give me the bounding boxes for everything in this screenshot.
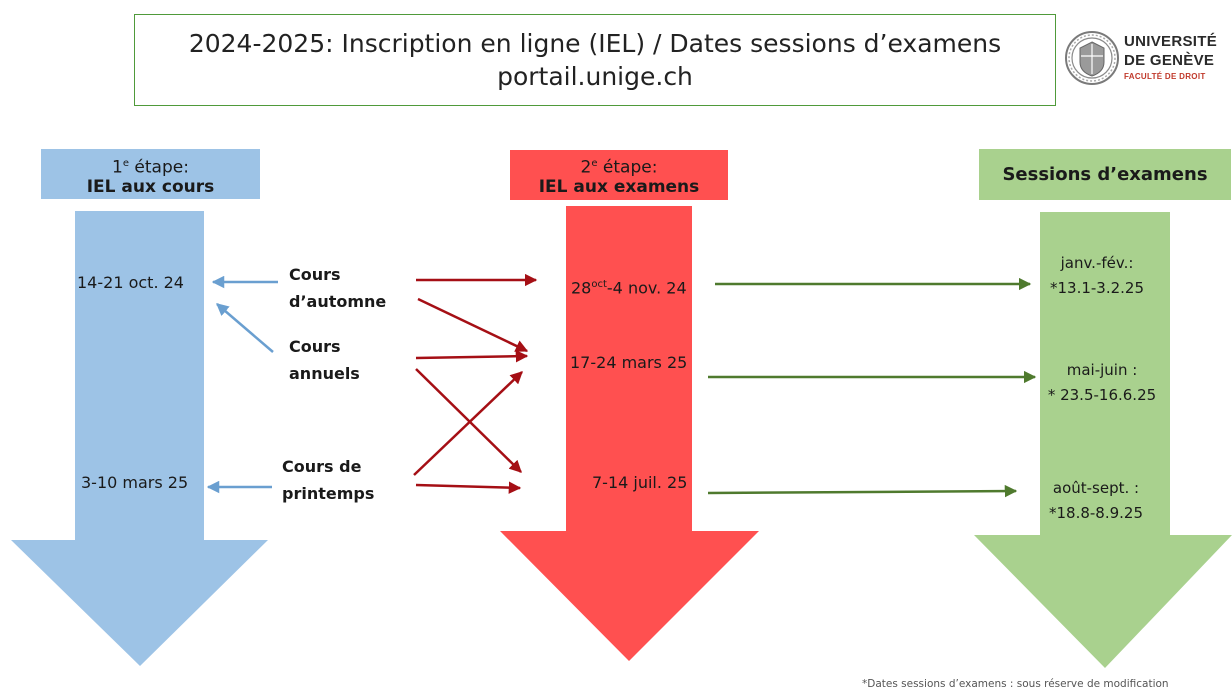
stage-2-box: 2e étape: IEL aux examens [510,150,728,200]
course-autumn: Cours d’automne [289,261,386,315]
blue-block-arrow [11,211,268,666]
arrow-juil-to-aout [707,484,1018,498]
session-janv-line-1: janv.-fév.: [1060,254,1134,272]
arrow-annual-to-mars [415,349,529,363]
course-annual-line-1: Cours [289,337,341,356]
course-annual-line-2: annuels [289,364,360,383]
session-mai-line-2: * 23.5-16.6.25 [1047,386,1157,404]
course-annual: Cours annuels [289,333,360,387]
logo-line-3: FACULTÉ DE DROIT [1124,72,1206,81]
session-aout-line-1: août-sept. : [1052,479,1140,497]
university-seal-icon [1065,31,1119,85]
exam-reg-juil: 7-14 juil. 25 [592,473,688,492]
stage-2-title: IEL aux examens [538,176,700,197]
course-autumn-line-2: d’automne [289,292,387,311]
session-mai-line-1: mai-juin : [1066,361,1138,379]
session-janv-line-2: *13.1-3.2.25 [1049,279,1145,297]
logo-line-2: DE GENÈVE [1124,52,1215,69]
session-janv: janv.-fév.: *13.1-3.2.25 [1046,251,1148,301]
date-mars-label: 3-10 mars 25 [81,473,189,492]
logo-line-1: UNIVERSITÉ [1124,33,1218,50]
stage-3-title: Sessions d’examens [1002,164,1208,185]
arrow-spring-to-juil [415,481,522,494]
exam-reg-mars: 17-24 mars 25 [570,353,688,372]
course-spring: Cours de printemps [282,453,374,507]
session-aout-line-2: *18.8-8.9.25 [1048,504,1144,522]
arrow-annual-to-juil [415,368,522,473]
arrow-annual-to-oct [216,303,274,353]
logo-text: UNIVERSITÉ DE GENÈVE FACULTÉ DE DROIT [1124,32,1217,84]
session-mai: mai-juin : * 23.5-16.6.25 [1037,358,1167,408]
course-spring-line-2: printemps [282,484,375,503]
stage-3-box: Sessions d’examens [979,149,1231,200]
footnote: *Dates sessions d’examens : sous réserve… [862,678,1169,690]
title-line-2: portail.unige.ch [497,62,693,91]
stage-1-title: IEL aux cours [86,176,215,197]
stage-1-box: 1e étape: IEL aux cours [41,149,260,199]
university-logo: UNIVERSITÉ DE GENÈVE FACULTÉ DE DROIT [1064,28,1232,98]
stage-2-label: 2e étape: [580,157,658,178]
green-block-arrow [974,212,1232,668]
date-oct-label: 14-21 oct. 24 [77,273,184,292]
arrow-spring-to-mars-cross [413,371,523,476]
exam-reg-nov: 28oct-4 nov. 24 [571,278,687,298]
course-autumn-line-1: Cours [289,265,341,284]
title-box: 2024-2025: Inscription en ligne (IEL) / … [134,14,1056,106]
title-line-1: 2024-2025: Inscription en ligne (IEL) / … [188,29,1002,58]
session-aout: août-sept. : *18.8-8.9.25 [1042,476,1150,526]
arrow-autumn-to-mars [417,297,529,353]
red-block-arrow [500,206,759,661]
stage-1-label: 1e étape: [112,157,189,178]
course-spring-line-1: Cours de [282,457,362,476]
